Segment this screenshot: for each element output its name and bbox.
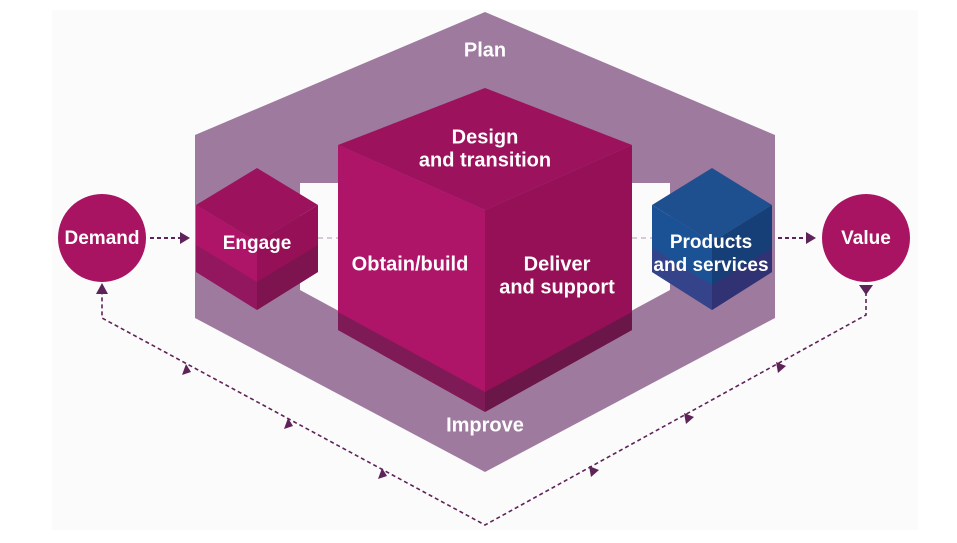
design-label-line1: Design xyxy=(452,126,519,148)
feedback-loop xyxy=(96,283,873,526)
demand-to-engage-arrowhead xyxy=(180,232,190,244)
design-label-line2: and transition xyxy=(419,149,551,171)
value-feedback-arrowhead xyxy=(859,285,873,295)
demand-label: Demand xyxy=(65,228,140,249)
central-cube-top xyxy=(338,88,632,210)
products-to-value-arrowhead xyxy=(806,232,816,244)
engage-cube xyxy=(196,168,318,310)
demand-circle xyxy=(58,194,146,282)
products-cube xyxy=(652,168,772,310)
plan-label: Plan xyxy=(464,39,506,61)
value-label: Value xyxy=(841,228,891,249)
improve-label: Improve xyxy=(446,414,524,436)
products-label-line2: and services xyxy=(653,255,768,276)
value-circle xyxy=(822,194,910,282)
products-label-line1: Products xyxy=(670,232,752,253)
engage-label: Engage xyxy=(223,233,292,254)
demand-feedback-arrowhead xyxy=(96,283,108,294)
obtain-build-label: Obtain/build xyxy=(352,253,469,275)
deliver-label-line1: Deliver xyxy=(524,253,591,275)
deliver-label-line2: and support xyxy=(499,276,615,298)
central-cube xyxy=(338,88,632,412)
